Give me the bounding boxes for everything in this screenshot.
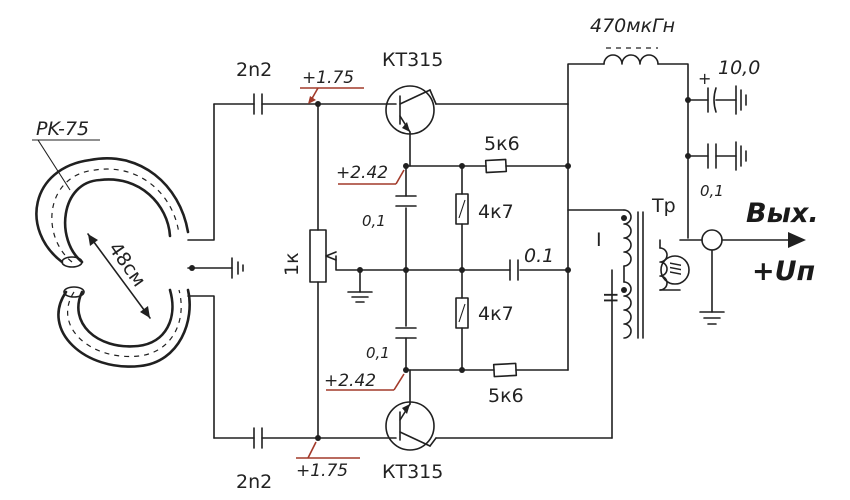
voltage-top-emitter: +2.42: [336, 163, 388, 183]
coupling-capacitor-label: 0.1: [524, 245, 554, 267]
winding-2-label: II: [599, 292, 621, 303]
winding-3-label: III: [666, 262, 684, 276]
resistor-4k7-top: [455, 193, 469, 225]
output-supply-label: +Uп: [752, 256, 815, 287]
coupling-capacitor: [509, 259, 519, 281]
resistor-5k6-bottom: [492, 362, 518, 378]
resistor-5k6-top: [484, 158, 508, 174]
svg-text:+: +: [698, 69, 711, 88]
inductor-label: 470мкГн: [590, 15, 675, 37]
bypass-capacitor: [687, 141, 747, 171]
input-capacitor-bottom-label: 2n2: [236, 471, 272, 493]
voltage-bottom-base: +1.75: [296, 461, 348, 481]
voltage-marker-top-base: [300, 87, 364, 104]
ground-symbol-bias: [347, 267, 373, 303]
transistor-bottom: [317, 369, 613, 451]
output-connector: [679, 229, 806, 325]
output-label: Вых.: [746, 198, 819, 229]
loop-antenna: [32, 103, 233, 439]
transistor-top-label: КТ315: [382, 49, 443, 71]
transistor-bottom-label: КТ315: [382, 461, 443, 483]
bypass-capacitor-label: 0,1: [700, 182, 724, 200]
voltage-marker-bottom-emitter: [326, 373, 405, 391]
transformer: [567, 103, 690, 439]
transformer-label: Тр: [651, 195, 676, 217]
resistor-4k7-bottom: [455, 297, 469, 329]
resistor-4k7-bottom-label: 4к7: [478, 303, 514, 325]
electrolytic-capacitor: +: [687, 69, 747, 115]
voltage-marker-top-emitter: [338, 169, 405, 185]
voltage-marker-bottom-base: [296, 441, 360, 459]
potentiometer-1k: [309, 229, 407, 283]
resistor-4k7-top-label: 4к7: [478, 201, 514, 223]
capacitor-mid-bottom-label: 0,1: [366, 344, 390, 362]
voltage-bottom-emitter: +2.42: [324, 371, 376, 391]
loop-label: PK-75: [36, 118, 89, 140]
electrolytic-capacitor-label: 10,0: [718, 57, 760, 79]
winding-1-label: I: [596, 229, 602, 251]
centre-network: [395, 163, 571, 373]
ground-symbol-loop: [231, 257, 244, 279]
input-capacitor-top-label: 2n2: [236, 59, 272, 81]
resistor-5k6-top-label: 5к6: [484, 133, 520, 155]
capacitor-mid-top-label: 0,1: [362, 212, 386, 230]
bias-network: [315, 101, 321, 441]
input-capacitor-bottom: [213, 427, 319, 449]
resistor-5k6-bottom-label: 5к6: [488, 385, 524, 407]
voltage-top-base: +1.75: [302, 68, 354, 88]
input-capacitor-top: [213, 93, 319, 115]
transistor-top: [317, 85, 569, 167]
potentiometer-label: 1к: [281, 252, 303, 276]
